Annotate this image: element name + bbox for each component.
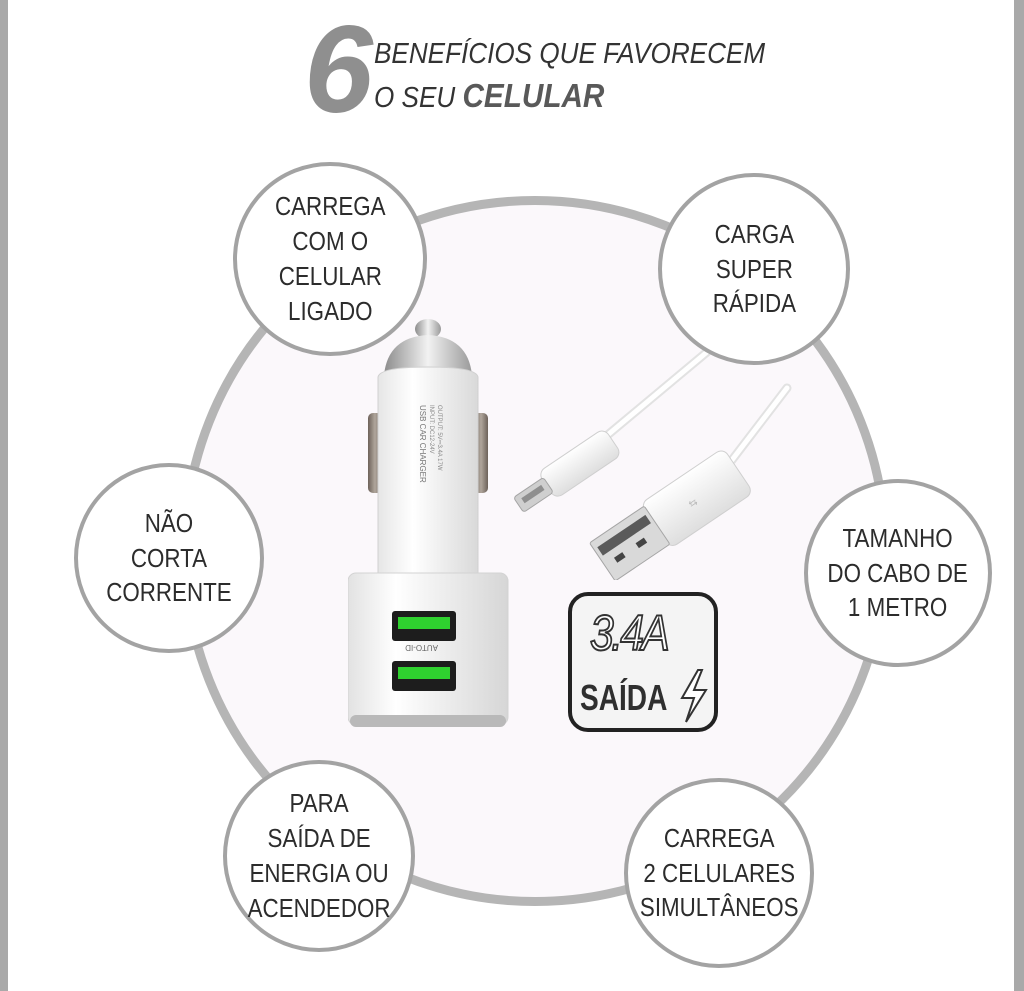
benefit-label: NÃO CORTA CORRENTE <box>106 507 232 608</box>
lightning-icon <box>680 669 708 723</box>
product-banner: 6 BENEFÍCIOS QUE FAVORECEM O SEU CELULAR <box>8 0 1014 991</box>
benefit-label: CARREGA 2 CELULARES SIMULTÂNEOS <box>639 822 799 923</box>
benefit-lighter-socket: PARA SAÍDA DE ENERGIA OU ACENDEDOR <box>223 760 415 952</box>
charger-text-2: INPUT: DC12-24V <box>428 405 434 454</box>
title-highlight: CELULAR <box>462 77 605 114</box>
benefit-two-phones: CARREGA 2 CELULARES SIMULTÂNEOS <box>624 778 814 968</box>
benefit-no-power-cut: NÃO CORTA CORRENTE <box>74 463 264 653</box>
benefit-label: CARREGA COM O CELULAR LIGADO <box>274 191 386 326</box>
auto-id-label: AUTO-ID <box>405 643 438 652</box>
charger-text-3: OUTPUT: 5V⎓3.4A 17W <box>436 405 442 471</box>
charger-text-1: USB CAR CHARGER <box>418 405 427 483</box>
benefit-fast-charge: CARGA SUPER RÁPIDA <box>658 173 850 365</box>
output-badge: 3.4A SAÍDA <box>568 592 718 732</box>
title-line-1: BENEFÍCIOS QUE FAVORECEM <box>374 38 766 70</box>
car-charger-image: USB CAR CHARGER INPUT: DC12-24V OUTPUT: … <box>348 319 509 727</box>
benefit-cable-length: TAMANHO DO CABO DE 1 METRO <box>804 479 992 667</box>
title-line-2-prefix: O SEU <box>374 82 463 114</box>
output-label: SAÍDA <box>580 677 668 718</box>
amperage-value: 3.4A <box>589 605 670 661</box>
benefit-count: 6 <box>304 1 373 139</box>
title-line-2: O SEU CELULAR <box>374 77 604 115</box>
benefit-charges-while-on: CARREGA COM O CELULAR LIGADO <box>233 162 427 356</box>
usb-cable-image: ⇆ <box>514 347 792 580</box>
benefit-label: TAMANHO DO CABO DE 1 METRO <box>827 522 969 623</box>
benefit-label: PARA SAÍDA DE ENERGIA OU ACENDEDOR <box>247 788 391 923</box>
benefit-label: CARGA SUPER RÁPIDA <box>712 218 796 319</box>
